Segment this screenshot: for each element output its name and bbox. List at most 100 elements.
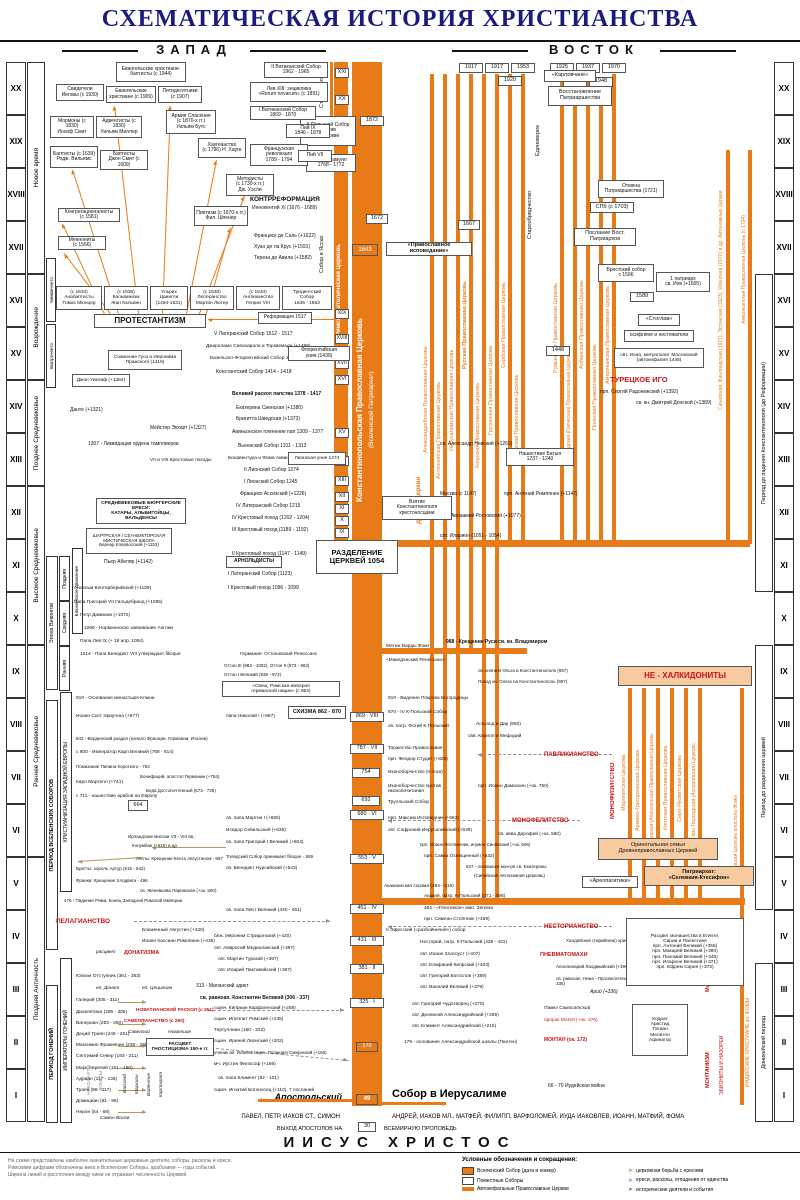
txt-309: II Эфесский («разбойничий») собор — [386, 928, 466, 933]
legend-item-al: Автокефальные Православные Церкви — [462, 1186, 569, 1192]
box-200: Конгрегационалисты (с 1581) — [58, 208, 120, 222]
txt-289: св. папа Мартин I (+655) — [226, 816, 281, 821]
arr-47 — [118, 1022, 146, 1027]
txt-347: НОВАТИАНСКИЙ РАСКОЛ (с 251) — [136, 1008, 214, 1013]
txt-323: Блаженный Августин (+430) — [142, 928, 205, 933]
box-163: 1589 — [630, 292, 654, 302]
txt-174: прп. Антоний Римлянин (+1147) — [504, 491, 578, 497]
legend-rule — [0, 1152, 800, 1153]
century-right-XX: XX — [774, 62, 794, 115]
legend-glyph-ca: ➤ — [628, 1168, 634, 1174]
rt-65: Собор в Яссах — [319, 235, 325, 273]
box-206: (с 1534) Анабаптисты Томас Мюнцер — [56, 286, 102, 310]
txt-204: Хуан де ла Крус (+1591) — [254, 244, 311, 250]
legend-note: На схеме представлены наиболее значитель… — [8, 1158, 232, 1178]
rt-89: Малабарская Церковь апостола Фомы — [733, 795, 739, 885]
box-167: свт. Иона, митрополит Московский (автоке… — [614, 348, 704, 368]
century-right-V: V — [774, 857, 794, 910]
rt-73: Болгарская Православная Церковь — [514, 374, 520, 466]
txt-341: Септимий Север (193 - 211) — [76, 1054, 138, 1059]
box-133: XV — [335, 428, 349, 438]
txt-359: пророк МАНИ (+ок. 276) — [544, 1018, 598, 1023]
apostles-east-list: АНДРЕЙ, ИАКОВ МЛ., МАТФЕЙ, ФИЛИПП, ВАРФО… — [392, 1114, 685, 1120]
legend-glyph-lc — [462, 1176, 474, 1185]
box-192: Баптисты (с 1639) Родж. Вильямс — [50, 146, 98, 168]
roman-catholic-branch — [334, 62, 348, 544]
east-rule-left — [452, 50, 528, 52]
txt-361: 179 - основание Александрийской школы (П… — [404, 1040, 518, 1045]
txt-279: Карл Мартелл (+741) — [76, 780, 123, 785]
box-166: 1448 — [546, 346, 570, 356]
txt-292: Ирландские миссии VII - VIII вв.: — [128, 834, 196, 839]
txt-241: II Крестовый поход (1147 - 1149) — [232, 551, 307, 557]
txt-353: Тертуллиан (160 - 222) — [214, 1028, 265, 1033]
rt-70: Кипрская Православная Церковь — [475, 382, 481, 468]
century-right-VIII: VIII — [774, 698, 794, 751]
arr-39 — [162, 106, 173, 315]
box-243: АРНОЛЬДИСТЫ — [226, 556, 282, 568]
century-right-XII: XII — [774, 486, 794, 539]
box-184: Пятидесятники (с 1907) — [158, 86, 202, 103]
txt-258: «Македонский Ренессанс» — [386, 658, 446, 663]
box-138: X — [335, 516, 349, 526]
century-right-IV: IV — [774, 910, 794, 963]
era-left-2: Позднее Средневековье — [27, 380, 45, 486]
box-155: Восстановление Патриаршества — [548, 86, 612, 106]
txt-230: II Лионский Собор 1274 — [244, 467, 299, 473]
arr-45 — [77, 857, 142, 864]
schism-1054-box: РАЗДЕЛЕНИЕ ЦЕРКВЕЙ 1054 — [316, 540, 398, 574]
century-left-XIII: XIII — [6, 433, 26, 486]
rt-88: Сиро-Персидская (Ассирийская) Церковь — [691, 743, 697, 841]
rbox-104: Поздняя — [59, 556, 70, 601]
century-left-XV: XV — [6, 327, 26, 380]
box-117: 692 — [352, 796, 380, 806]
txt-348: САВЕЛЛИАНСТВО (с 250) — [124, 1019, 185, 1024]
txt-327: ДОНАТИЗМА — [124, 950, 160, 956]
txt-169: прп. Сергий Радонежский (+1392) — [600, 389, 679, 395]
century-left-XIX: XIX — [6, 115, 26, 168]
century-left-VI: VI — [6, 804, 26, 857]
txt-349: Савеллий — [128, 1030, 150, 1035]
txt-295: Толедский Собор принимает filioque - 589 — [226, 854, 314, 859]
txt-221: Великий раскол папства 1378 - 1417 — [232, 391, 322, 397]
rt-93: ЭБИОНИТЫ И НАЗОРЕИ — [719, 1035, 725, 1095]
box-362: Кодрат Аристид Татиан Мелитон Афинагор — [632, 1004, 688, 1056]
american-line — [612, 74, 616, 544]
txt-224: Авиньонское пленение пап 1309 - 1377 — [232, 429, 324, 435]
txt-271: Иконоборчество против иконопочитания — [388, 784, 442, 795]
txt-237: IV Крестовый поход (1202 - 1204) — [232, 515, 310, 521]
txt-320: Арий (+336) — [590, 989, 618, 995]
greek-line — [573, 88, 577, 544]
box-187: Армия Спасения (с 1870-х гг.) Уильям Бут… — [166, 110, 216, 134]
ethiopian-line — [656, 688, 660, 902]
century-left-X: X — [6, 592, 26, 645]
alexandria-line — [430, 74, 434, 902]
century-right-XVII: XVII — [774, 221, 794, 274]
box-255: «Свящ. Римская империя германской нации»… — [222, 681, 340, 697]
east-connector-988 — [382, 648, 527, 654]
box-181: Евангельские христиане- баптисты (с 1944… — [116, 62, 186, 82]
jerusalem-council-box: 49 — [356, 1094, 378, 1105]
box-127: XXI — [335, 68, 349, 78]
txt-294: Англы: Крещение Кента Августином - 597 — [136, 856, 223, 861]
apostles-spread-west — [258, 1097, 352, 1102]
legend-glyph-ha: ➤ — [628, 1177, 634, 1184]
txt-214: V Латеранский Собор 1512 - 1517 — [214, 331, 293, 337]
txt-367: сщмч. Игнатий Богоносец (+110), 7 послан… — [214, 1088, 315, 1093]
txt-276: с 800 - Император Карл Великий (768 - 81… — [76, 750, 174, 755]
rt-76: Албанская Православная Церковь — [579, 280, 585, 370]
box-211: Тридентский Собор 1545 - 1563 — [282, 286, 332, 310]
txt-175: прп. Авраамий Ростовский (+1077) — [440, 513, 521, 519]
box-121: 431 · III — [350, 936, 384, 946]
txt-366: св. папа Климент (92 - 101) — [218, 1076, 279, 1081]
box-118: 680 · VI — [350, 810, 384, 820]
txt-324: Иоанн Кассиан Римлянин (+435) — [142, 939, 215, 944]
legend-item-label: исторические деятели и события — [636, 1186, 714, 1193]
arr-50 — [118, 1088, 146, 1093]
box-208: Ульрих Цвингли (1484-1531) — [150, 286, 188, 310]
txt-355: свт. Григорий Чудотворец (+270) — [412, 1002, 485, 1007]
txt-307: 482 - «Генотикон» имп. Зенона — [424, 906, 493, 911]
century-left-I: I — [6, 1069, 26, 1122]
century-left-XVI: XVI — [6, 274, 26, 327]
era-right-0: Период до падения Константинополя (до Ре… — [755, 274, 773, 592]
